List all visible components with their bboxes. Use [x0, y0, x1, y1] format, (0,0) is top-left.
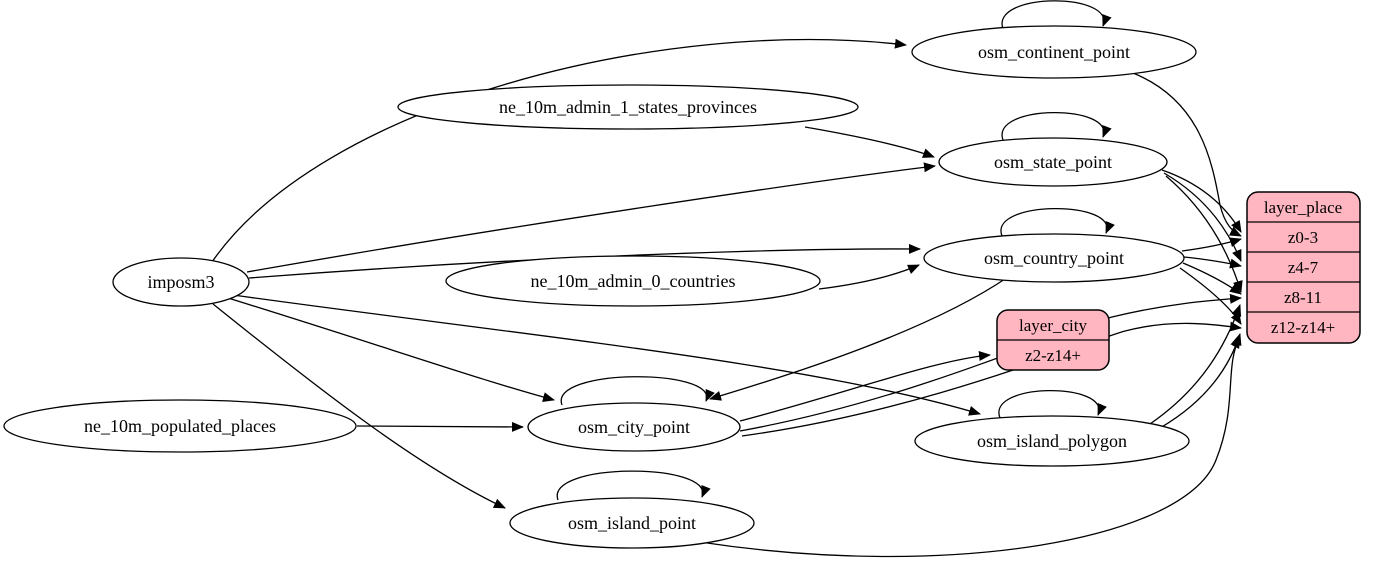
- node-osm_city_point: osm_city_point: [527, 402, 741, 452]
- layer_place-row-z4-7: z4-7: [1288, 258, 1319, 277]
- edge-ne_10m_admin_1_states_provinces-osm_state_point: [804, 126, 935, 158]
- osm_island_polygon-shape: [914, 415, 1190, 467]
- osm_state_point-shape: [938, 137, 1168, 187]
- record-layer_place: layer_place z0-3 z4-7 z8-11 z12-z14+: [1246, 191, 1361, 344]
- edge-osm_country_point-osm_city_point: [709, 276, 1009, 401]
- edge-osm_state_point-layer_place-z0-3: [1161, 169, 1242, 233]
- edge-osm_island_point-layer_place-z12-z14: [699, 336, 1241, 558]
- imposm3-shape: [112, 257, 250, 307]
- selfloop-osm_continent_point: [1001, 0, 1112, 30]
- ne_10m_admin_0_countries-shape: [445, 255, 821, 307]
- record-layer_city: layer_city z2-z14+: [996, 309, 1110, 371]
- osm_state_point-label: osm_state_point: [994, 152, 1112, 172]
- edge-osm_city_point-layer_city-z2-z14: [739, 351, 991, 422]
- ne_10m_admin_0_countries-label: ne_10m_admin_0_countries: [531, 271, 736, 291]
- node-osm_country_point: osm_country_point: [923, 233, 1185, 283]
- ne_10m_populated_places-shape: [3, 399, 357, 453]
- edge-imposm3-osm_country_point: [248, 243, 921, 279]
- ne_10m_admin_1_states_provinces-label: ne_10m_admin_1_states_provinces: [499, 97, 757, 117]
- layer_place-box: [1246, 191, 1361, 344]
- osm_island_polygon-label: osm_island_polygon: [977, 431, 1127, 451]
- edge-osm_city_point-layer_place-z8-11: [739, 293, 1242, 432]
- ne_10m_admin_1_states_provinces-shape: [397, 84, 859, 130]
- node-ne_10m_admin_0_countries: ne_10m_admin_0_countries: [445, 255, 821, 307]
- edge-ne_10m_populated_places-osm_city_point: [356, 421, 524, 432]
- node-osm_island_polygon: osm_island_polygon: [914, 415, 1190, 467]
- selfloop-osm_city_point: [560, 376, 715, 406]
- selfloop-osm_country_point: [1000, 208, 1115, 237]
- layer_place-row-z8-11: z8-11: [1284, 288, 1322, 307]
- edge-imposm3-osm_island_point: [212, 303, 506, 509]
- osm_island_point-shape: [509, 497, 755, 549]
- edge-osm_state_point-layer_place-z8-11: [1165, 175, 1243, 293]
- edge-group: [211, 0, 1243, 558]
- edge-osm_island_polygon-layer_place-z8-11: [1149, 304, 1242, 425]
- osm_country_point-shape: [923, 233, 1185, 283]
- osm_city_point-label: osm_city_point: [578, 417, 690, 437]
- edge-imposm3-osm_continent_point: [211, 38, 907, 263]
- osm_city_point-shape: [527, 402, 741, 452]
- layer_city-row-z2-z14: z2-z14+: [1025, 346, 1081, 365]
- layer_place-row-z0-3: z0-3: [1288, 228, 1318, 247]
- edge-ne_10m_admin_0_countries-osm_country_point: [818, 264, 920, 290]
- layer_place-title: layer_place: [1264, 198, 1342, 217]
- osm_island_point-label: osm_island_point: [568, 513, 696, 533]
- node-ne_10m_admin_1_states_provinces: ne_10m_admin_1_states_provinces: [397, 84, 859, 130]
- edge-imposm3-osm_island_polygon: [232, 294, 981, 416]
- ne_10m_populated_places-label: ne_10m_populated_places: [84, 416, 276, 436]
- edge-osm_country_point-layer_place-z4-7: [1183, 256, 1242, 269]
- selfloop-osm_state_point: [1001, 112, 1112, 141]
- node-imposm3: imposm3: [112, 257, 250, 307]
- node-osm_state_point: osm_state_point: [938, 137, 1168, 187]
- selfloop-osm_island_point: [556, 470, 711, 501]
- imposm3-label: imposm3: [147, 272, 214, 292]
- layer_city-title: layer_city: [1019, 316, 1087, 335]
- edge-imposm3-osm_state_point: [246, 162, 936, 273]
- osm_country_point-label: osm_country_point: [984, 248, 1124, 268]
- osm_continent_point-label: osm_continent_point: [978, 42, 1130, 62]
- osm_continent_point-shape: [911, 25, 1197, 79]
- node-osm_continent_point: osm_continent_point: [911, 25, 1197, 79]
- node-ne_10m_populated_places: ne_10m_populated_places: [3, 399, 357, 453]
- edge-osm_state_point-layer_place-z4-7: [1163, 172, 1242, 262]
- edge-osm_country_point-layer_place-z8-11: [1182, 262, 1242, 295]
- node-osm_island_point: osm_island_point: [509, 497, 755, 549]
- edge-imposm3-osm_city_point: [227, 297, 555, 402]
- edge-osm_country_point-layer_place-z0-3: [1181, 237, 1242, 252]
- layer_place-row-z12-z14: z12-z14+: [1271, 318, 1335, 337]
- selfloop-osm_island_polygon: [998, 390, 1107, 419]
